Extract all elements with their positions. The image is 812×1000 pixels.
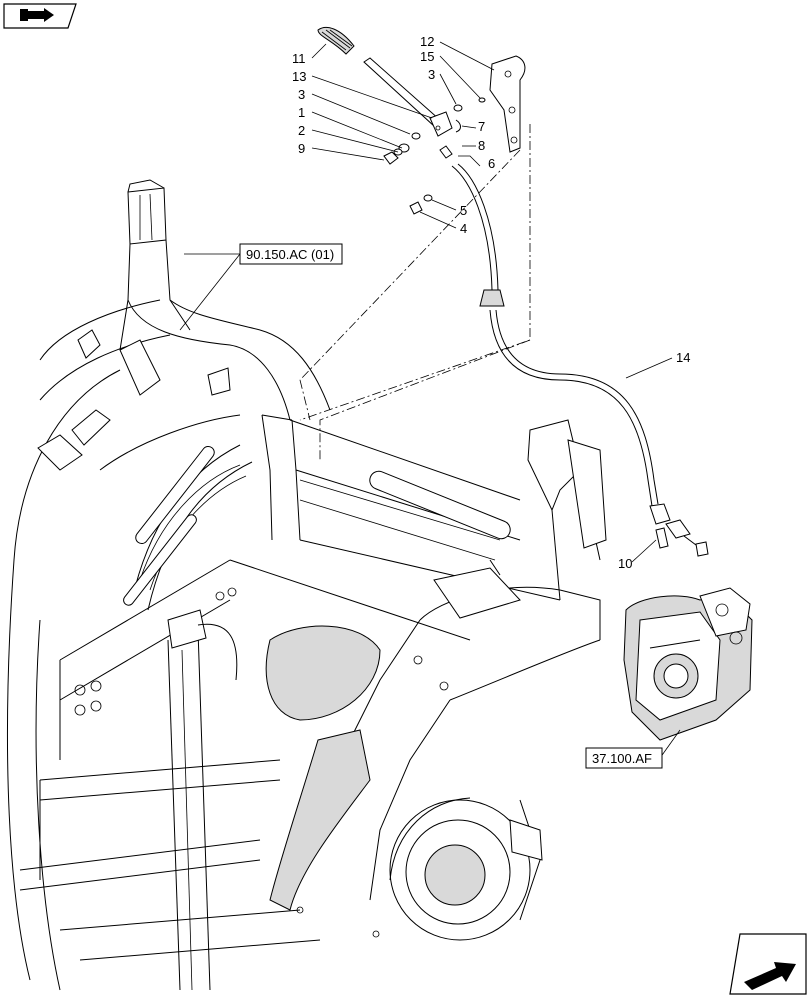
leader-lines bbox=[179, 41, 681, 759]
callout-9: 9 bbox=[298, 141, 305, 156]
callout-2: 2 bbox=[298, 123, 305, 138]
callout-3-right: 3 bbox=[428, 67, 435, 82]
reference-hitch-label: 37.100.AF bbox=[592, 751, 652, 766]
callout-13: 13 bbox=[292, 69, 306, 84]
callout-7: 7 bbox=[478, 119, 485, 134]
callout-14: 14 bbox=[676, 350, 690, 365]
callout-1: 1 bbox=[298, 105, 305, 120]
callout-10: 10 bbox=[618, 556, 632, 571]
callout-11: 11 bbox=[292, 51, 306, 66]
cab-frame bbox=[6, 179, 607, 991]
callout-12: 12 bbox=[420, 34, 434, 49]
callout-6: 6 bbox=[488, 156, 495, 171]
callout-5: 5 bbox=[460, 203, 467, 218]
next-page-icon[interactable] bbox=[729, 933, 807, 995]
reference-cab-frame[interactable]: 90.150.AC (01) bbox=[239, 243, 343, 265]
callout-4: 4 bbox=[460, 221, 467, 236]
reference-hitch[interactable]: 37.100.AF bbox=[585, 747, 663, 769]
reference-cab-frame-label: 90.150.AC (01) bbox=[246, 247, 334, 262]
callout-8: 8 bbox=[478, 138, 485, 153]
lever-cable-assembly bbox=[317, 26, 709, 557]
lever-knob bbox=[317, 26, 355, 55]
assembly-guide-lines bbox=[299, 124, 531, 460]
previous-page-icon[interactable] bbox=[3, 3, 77, 29]
callout-3-left: 3 bbox=[298, 87, 305, 102]
hitch-assembly bbox=[623, 587, 753, 741]
callout-15: 15 bbox=[420, 49, 434, 64]
callout-labels: 11 13 3 1 2 9 12 15 3 7 8 6 5 4 14 10 bbox=[292, 34, 690, 571]
